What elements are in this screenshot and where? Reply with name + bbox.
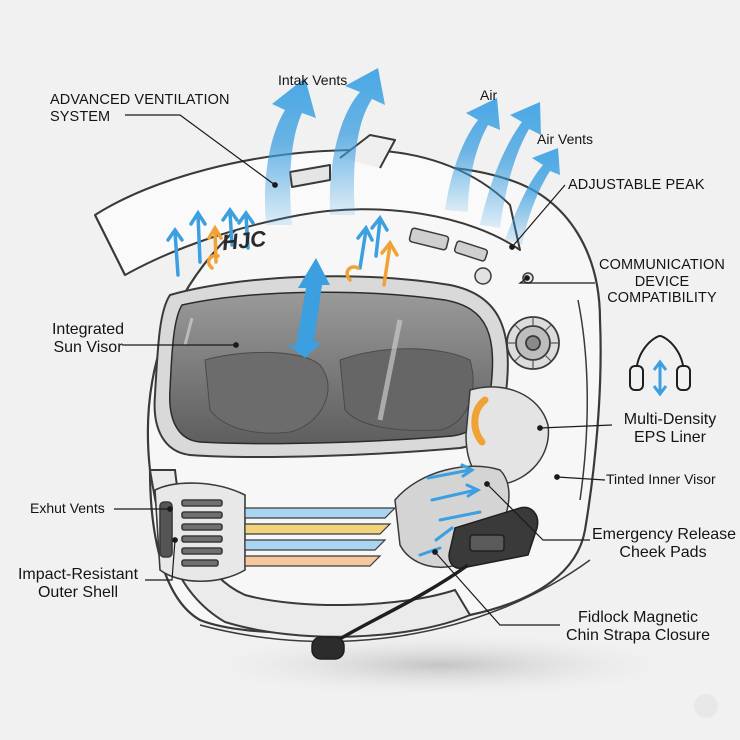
watermark-badge xyxy=(694,694,718,718)
label-fidlock: Fidlock Magnetic Chin Strapa Closure xyxy=(565,609,711,645)
label-advanced-ventilation: ADVANCED VENTILATION SYSTEM xyxy=(50,92,230,125)
visor-reflection xyxy=(377,319,403,421)
airflow-arrows xyxy=(264,68,560,245)
label-air: Air xyxy=(480,87,498,103)
label-tinted-inner-visor: Tinted Inner Visor xyxy=(606,471,716,487)
eps-liner-layers xyxy=(244,507,397,567)
visor-pivot xyxy=(506,316,560,370)
leader-lines xyxy=(114,114,613,626)
helmet-logo: HJC xyxy=(220,225,268,256)
label-intake-vents: Intak Vents xyxy=(278,72,348,88)
visor-reflection xyxy=(183,317,194,346)
label-communication: COMMUNICATION DEVICE COMPATIBILITY xyxy=(599,257,725,307)
inner-padding xyxy=(339,348,474,431)
cheek-airflow-arrows xyxy=(418,463,482,557)
airflow-arrow-icon xyxy=(329,68,385,215)
headphones-icon xyxy=(629,334,691,397)
airflow-arrow-icon xyxy=(445,98,500,212)
label-air-vents: Air Vents xyxy=(537,131,594,147)
peak-airflow-arrows xyxy=(166,206,399,287)
label-integrated-sun-visor: Integrated Sun Visor xyxy=(51,321,125,357)
visor-airflow-arrow xyxy=(288,258,330,358)
label-multi-density: Multi-Density EPS Liner xyxy=(623,411,717,447)
airflow-arrow-icon xyxy=(505,148,560,245)
communication-device xyxy=(311,506,539,660)
shell-band xyxy=(577,299,589,501)
label-impact-resistant: Impact-Resistant Outer Shell xyxy=(17,566,139,602)
inner-padding xyxy=(204,351,329,434)
side-vent-accent xyxy=(471,396,489,446)
airflow-arrow-icon xyxy=(264,78,316,225)
label-exhaust-vents: Exhut Vents xyxy=(30,500,105,516)
label-adjustable-peak: ADJUSTABLE PEAK xyxy=(568,177,705,193)
exhaust-vent-grille xyxy=(154,482,246,583)
airflow-arrow-icon xyxy=(480,102,541,228)
label-emergency-release: Emergency Release Cheek Pads xyxy=(592,526,737,562)
shell-band xyxy=(199,559,591,643)
